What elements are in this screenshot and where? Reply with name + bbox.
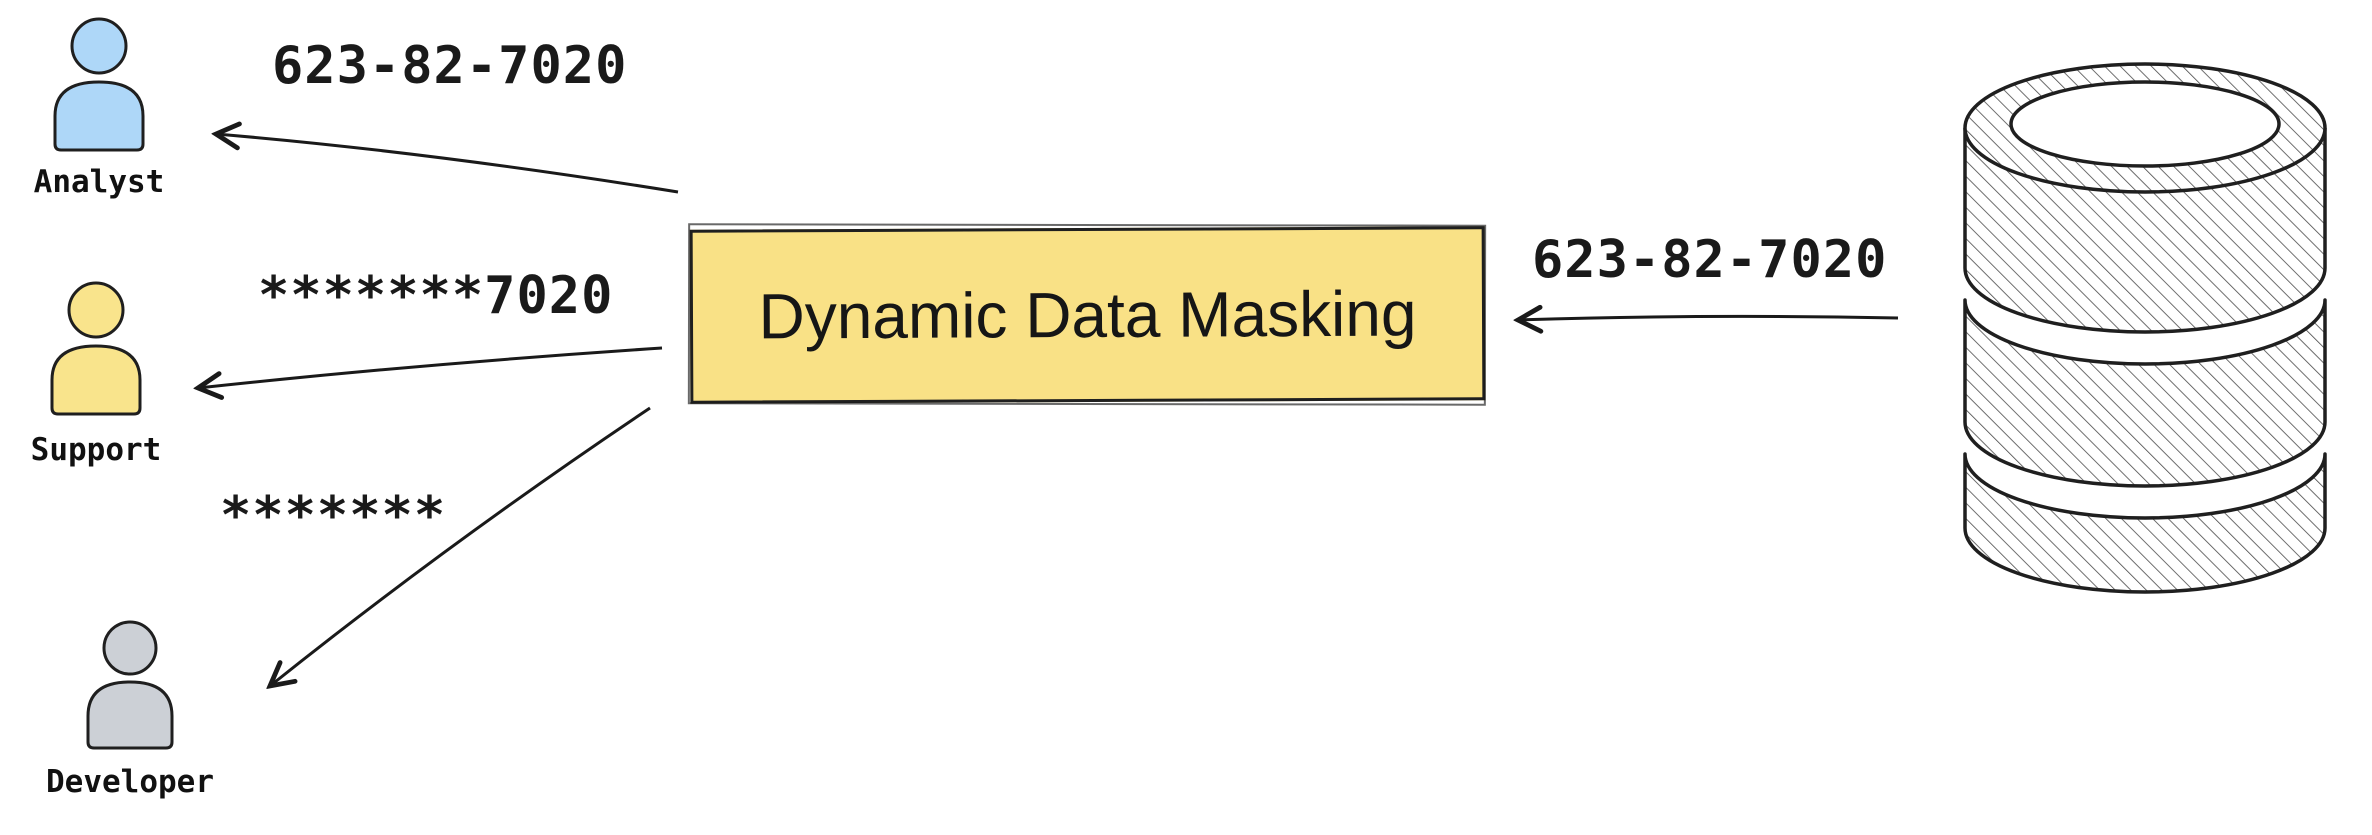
analyst-data-value: 623-82-7020 — [272, 36, 628, 96]
developer-data-value: ******* — [220, 486, 447, 546]
developer-body — [86, 680, 174, 750]
arrow-masking-box-to-support — [198, 346, 663, 388]
database-band-middle — [1963, 298, 2327, 488]
analyst-body — [53, 80, 145, 152]
support-user-icon — [50, 281, 142, 416]
developer-user-icon — [86, 620, 174, 750]
database-band-bottom — [1963, 452, 2327, 594]
arrow-masking-box-to-analyst — [216, 134, 679, 194]
analyst-head — [70, 17, 128, 75]
masking-box-label: Dynamic Data Masking — [758, 277, 1417, 353]
analyst-user-icon — [53, 17, 145, 152]
masking-box: Dynamic Data Masking — [689, 226, 1486, 404]
arrow-db-to-masking-box — [1518, 316, 1899, 320]
support-body — [50, 344, 142, 416]
arrow-masking-box-to-developer — [270, 406, 651, 686]
analyst-label: Analyst — [33, 164, 165, 200]
support-data-value: *******7020 — [258, 266, 614, 326]
database-icon — [1963, 62, 2327, 594]
support-head — [67, 281, 125, 339]
developer-label: Developer — [46, 764, 214, 800]
database-top-opening — [2009, 80, 2281, 168]
support-label: Support — [30, 432, 162, 468]
developer-head — [102, 620, 158, 676]
database-data-value: 623-82-7020 — [1532, 230, 1888, 290]
